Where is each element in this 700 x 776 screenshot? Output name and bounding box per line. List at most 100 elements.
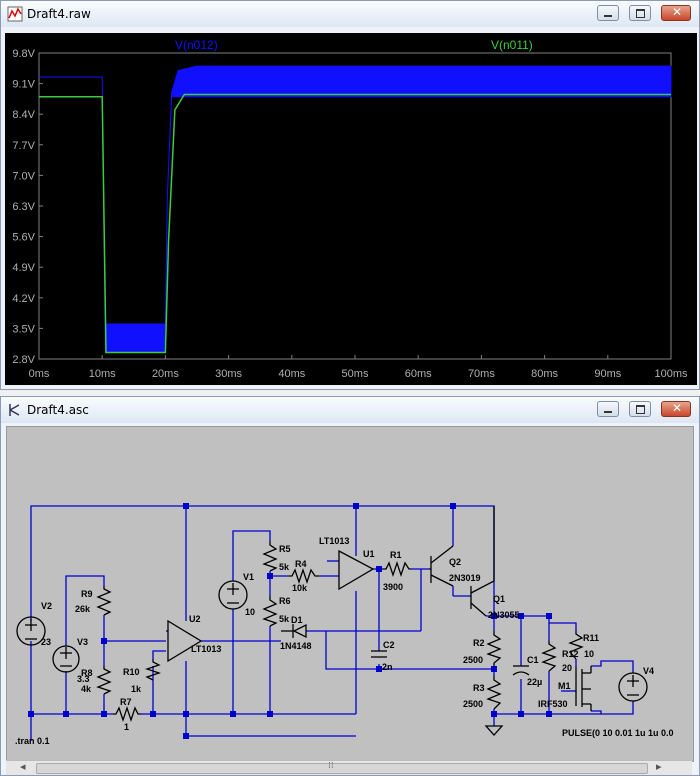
scroll-left-icon[interactable]: ◂ [20,760,26,773]
y-tick-label: 5.6V [12,232,35,244]
label-v1-value[interactable]: 10 [245,607,255,617]
label-q1[interactable]: Q1 [493,594,505,604]
y-tick-label: 4.9V [12,262,35,274]
label-r8-value[interactable]: 4k [81,684,92,694]
waveform-window-title: Draft4.raw [27,7,91,21]
x-tick-label: 80ms [531,368,558,380]
label-v3-value[interactable]: 3.3 [77,674,90,684]
x-tick-label: 10ms [89,368,116,380]
label-r5-value[interactable]: 5k [279,562,290,572]
schematic-minimize-button[interactable] [597,401,619,417]
label-u2[interactable]: U2 [189,614,201,624]
scroll-grip-icon: ⁞⁞ [328,761,334,771]
label-u2-part[interactable]: LT1013 [191,644,221,654]
label-c1[interactable]: C1 [527,655,539,665]
schematic-canvas[interactable]: V2 23 V3 3.3 R9 26k R8 4k R10 1k R7 1 U2… [6,426,694,762]
label-r12-value[interactable]: 20 [562,663,572,673]
label-c2[interactable]: C2 [383,640,395,650]
label-r6[interactable]: R6 [279,596,291,606]
label-v4[interactable]: V4 [643,666,654,676]
schematic-close-button[interactable]: ✕ [661,401,691,417]
x-tick-label: 20ms [152,368,179,380]
junction-dots [28,503,552,739]
x-tick-label: 100ms [654,368,688,380]
label-r1[interactable]: R1 [390,550,402,560]
label-r3[interactable]: R3 [473,683,485,693]
label-c1-value[interactable]: 22µ [527,677,542,687]
y-tick-label: 6.3V [12,201,35,213]
label-r1-value[interactable]: 3900 [383,582,403,592]
label-r11-value[interactable]: 10 [584,649,594,659]
label-u1-part[interactable]: LT1013 [319,536,349,546]
x-tick-label: 90ms [594,368,621,380]
label-m1-part[interactable]: IRF530 [538,699,568,709]
label-d1-part[interactable]: 1N4148 [280,641,312,651]
scroll-right-icon[interactable]: ▸ [656,760,662,773]
label-r4-value[interactable]: 10k [292,583,308,593]
schematic-labels: V2 23 V3 3.3 R9 26k R8 4k R10 1k R7 1 U2… [15,536,674,746]
maximize-icon [636,405,645,414]
label-r5[interactable]: R5 [279,544,291,554]
label-r7-value[interactable]: 1 [124,722,129,732]
label-u1[interactable]: U1 [363,549,375,559]
label-r2[interactable]: R2 [473,638,485,648]
label-r10[interactable]: R10 [123,667,140,677]
label-q2-part[interactable]: 2N3019 [449,573,481,583]
minimize-icon [604,411,612,413]
label-q1-part[interactable]: 2N3055 [488,610,520,620]
label-d1[interactable]: D1 [291,615,303,625]
scrollbar-thumb[interactable] [36,763,648,774]
label-v3[interactable]: V3 [77,637,88,647]
label-v2[interactable]: V2 [41,601,52,611]
y-tick-label: 8.4V [12,109,35,121]
legend-series-v-n011[interactable]: V(n011) [491,38,533,52]
x-tick-label: 30ms [215,368,242,380]
waveform-app-icon [7,6,23,22]
label-v4-value[interactable]: PULSE(0 10 0.01 1u 1u 0.0 [562,728,674,738]
schematic-drawing: V2 23 V3 3.3 R9 26k R8 4k R10 1k R7 1 U2… [15,503,674,746]
label-r8[interactable]: R8 [81,668,93,678]
label-r3-value[interactable]: 2500 [463,699,483,709]
label-r11[interactable]: R11 [583,633,599,643]
legend-series-v-n012[interactable]: V(n012) [175,38,218,52]
y-tick-label: 9.8V [12,48,35,60]
label-r6-value[interactable]: 5k [279,614,290,624]
label-v1[interactable]: V1 [243,572,254,582]
horizontal-scrollbar[interactable]: ◂ ⁞⁞ ▸ [6,760,692,775]
minimize-button[interactable] [597,5,619,21]
label-r9[interactable]: R9 [81,589,93,599]
schematic-window-title: Draft4.asc [27,403,89,417]
tran-directive[interactable]: .tran 0.1 [15,736,50,746]
series-line-v-n011[interactable] [39,93,671,354]
label-r7[interactable]: R7 [120,697,132,707]
y-tick-label: 2.8V [12,354,35,366]
label-m1[interactable]: M1 [558,681,571,691]
minimize-icon [604,15,612,17]
label-c2-value[interactable]: 2n [382,662,393,672]
label-q2[interactable]: Q2 [449,557,461,567]
y-tick-label: 7.7V [12,140,35,152]
waveform-titlebar[interactable]: Draft4.raw ✕ [1,1,699,27]
label-r9-value[interactable]: 26k [75,604,91,614]
plot-frame [38,52,672,360]
schematic-components [16,506,648,736]
x-tick-label: 0ms [29,368,50,380]
schematic-maximize-button[interactable] [629,401,651,417]
close-button[interactable]: ✕ [661,5,691,21]
schematic-titlebar[interactable]: Draft4.asc ✕ [1,397,699,423]
close-icon: ✕ [672,5,683,19]
y-tick-label: 9.1V [12,79,35,91]
label-v2-value[interactable]: 23 [41,637,51,647]
maximize-button[interactable] [629,5,651,21]
label-r12[interactable]: R12 [562,649,579,659]
close-icon: ✕ [672,401,683,415]
schematic-app-icon [9,404,20,416]
label-r2-value[interactable]: 2500 [463,655,483,665]
label-r10-value[interactable]: 1k [131,684,142,694]
label-r4[interactable]: R4 [295,559,307,569]
y-tick-label: 3.5V [12,323,35,335]
x-tick-label: 40ms [278,368,305,380]
series-band-v-n012[interactable] [39,65,672,353]
